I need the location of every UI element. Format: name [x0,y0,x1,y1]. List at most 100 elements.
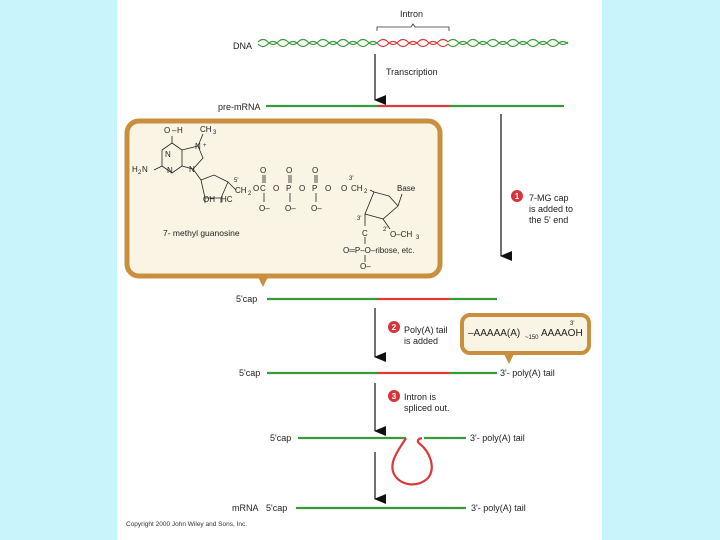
bridge-o-1: O [253,184,259,193]
pre-mrna-label: pre-mRNA [218,102,261,112]
dna-strand-a-left [257,38,379,46]
step-1-badge [511,190,523,202]
step-2-number: 2 [392,323,397,332]
prime-2-ring: 2' [383,227,387,233]
atom-n-ring-4: N [189,165,195,174]
atom-ch2: CH [235,186,247,195]
bridge-bottom-o-1: O– [259,204,270,213]
atom-h-dash: – [172,126,177,135]
mrna-polya-label: 3'- poly(A) tail [471,503,526,513]
step-3-line-1: Intron is [404,392,437,402]
polyadenylated-5cap-label: 5'cap [239,368,260,378]
guanosine-structure [153,133,403,262]
splicing-polya-label: 3'- poly(A) tail [470,433,525,443]
atom-n-ring-2: N [195,142,201,151]
bridge-o-4: O [325,184,331,193]
right-ribose [364,191,399,220]
copyright: Copyright 2000 John Wiley and Sons, Inc. [126,521,247,528]
mrna-5cap-label: 5'cap [266,503,287,513]
intron-bracket [376,23,450,31]
intron-label: Intron [400,9,423,19]
guanosine-atom-labels: O – H CH 3 N N + N N H 2 N OH HC CH 2 5'… [132,125,420,271]
dna-strand-b-left [257,40,379,48]
step-1: 1 7-MG cap is added to the 5' end [511,190,573,225]
atom-o-minus-bottom: O– [360,262,371,271]
polya-sequence: –AAAAA(A) [468,328,520,339]
polya-box: –AAAAA(A) ~150 AAAAOH 3' [460,313,591,364]
left-ribose [200,174,229,199]
atom-ring-c: C [362,229,368,238]
splicing-5cap-label: 5'cap [270,433,291,443]
capped-5cap-label: 5'cap [236,294,257,304]
bridge-bottom-o-3: O– [311,204,322,213]
base-bond [397,193,403,207]
prime-3-top: 3' [349,176,353,182]
bridge-ch2-sub: 2 [364,189,368,195]
step-3-line-2: spliced out. [404,403,450,413]
bridge-top-o-2: O [286,166,292,175]
bridge-p-3: P [312,184,317,193]
bridge-top-o-3: O [312,166,318,175]
polya-subscript: ~150 [525,335,539,341]
bridge-o-5: O [341,184,347,193]
atom-ch3: CH [200,125,212,134]
step-2-line-2: is added [404,336,438,346]
bridge-c-1: C [260,184,266,193]
atom-o: O [164,126,170,135]
atom-h2n-sub: 2 [138,170,142,176]
cap-box-frame [124,118,443,279]
polya-box-frame [460,313,591,355]
methyl-bond [197,133,204,147]
cap-structure-box [124,118,443,287]
atom-n-ring-1: N [165,150,171,159]
atom-h2n: H [132,165,138,174]
amine-bond [153,165,163,171]
dna-strand-b-right [447,40,569,48]
atom-h2n-n: N [142,165,148,174]
step-1-line-2: is added to [529,204,573,214]
step-2: 2 Poly(A) tail is added [388,321,448,346]
step-3: 3 Intron is spliced out. [388,390,450,413]
polya-box-pointer [504,354,514,364]
polya-three-prime: 3' [570,321,574,327]
step-2-badge [388,321,400,333]
atom-h: H [177,126,183,135]
dna-label: DNA [233,41,252,51]
imidazole-ring [181,145,204,170]
ch2-bond [227,181,237,191]
ribose-2-bond [382,218,391,230]
prime-3-ring: 3' [357,216,361,222]
bridge-o-3: O [299,184,305,193]
intron-lariat [391,436,433,486]
bridge-o-2: O [273,184,279,193]
dna-strand-a-right [447,38,569,46]
bridge-ch2: CH [351,184,363,193]
atom-ch2-sub: 2 [248,191,252,197]
ch2-ribose-bond [369,189,375,193]
dna-strand-b-intron [377,40,449,48]
atom-hc: HC [221,195,233,204]
prime-5: 5' [234,178,238,184]
cap-box-pointer [258,277,268,287]
step-2-line-1: Poly(A) tail [404,325,448,335]
step-3-number: 3 [392,392,397,401]
step-1-number: 1 [515,192,520,201]
atom-o-ch3-sub: 3 [416,235,420,241]
bridge-bottom-o-2: O– [285,204,296,213]
atom-ch3-sub: 3 [213,130,217,136]
atom-oh: OH [203,195,215,204]
atom-n-plus: + [203,143,207,149]
bridge-p-2: P [286,184,291,193]
step-3-badge [388,390,400,402]
cap-caption: 7- methyl guanosine [163,228,240,238]
atom-o-ch3: O–CH [390,230,412,239]
atom-n-ring-3: N [167,166,173,175]
step-1-line-1: 7-MG cap [529,193,569,203]
step-1-line-3: the 5' end [529,215,568,225]
atom-base: Base [397,184,416,193]
atom-phosphate-chain: O═P–O–ribose, etc. [343,246,414,255]
bridge-top-o-1: O [260,166,266,175]
glycosidic-bond [192,168,202,181]
